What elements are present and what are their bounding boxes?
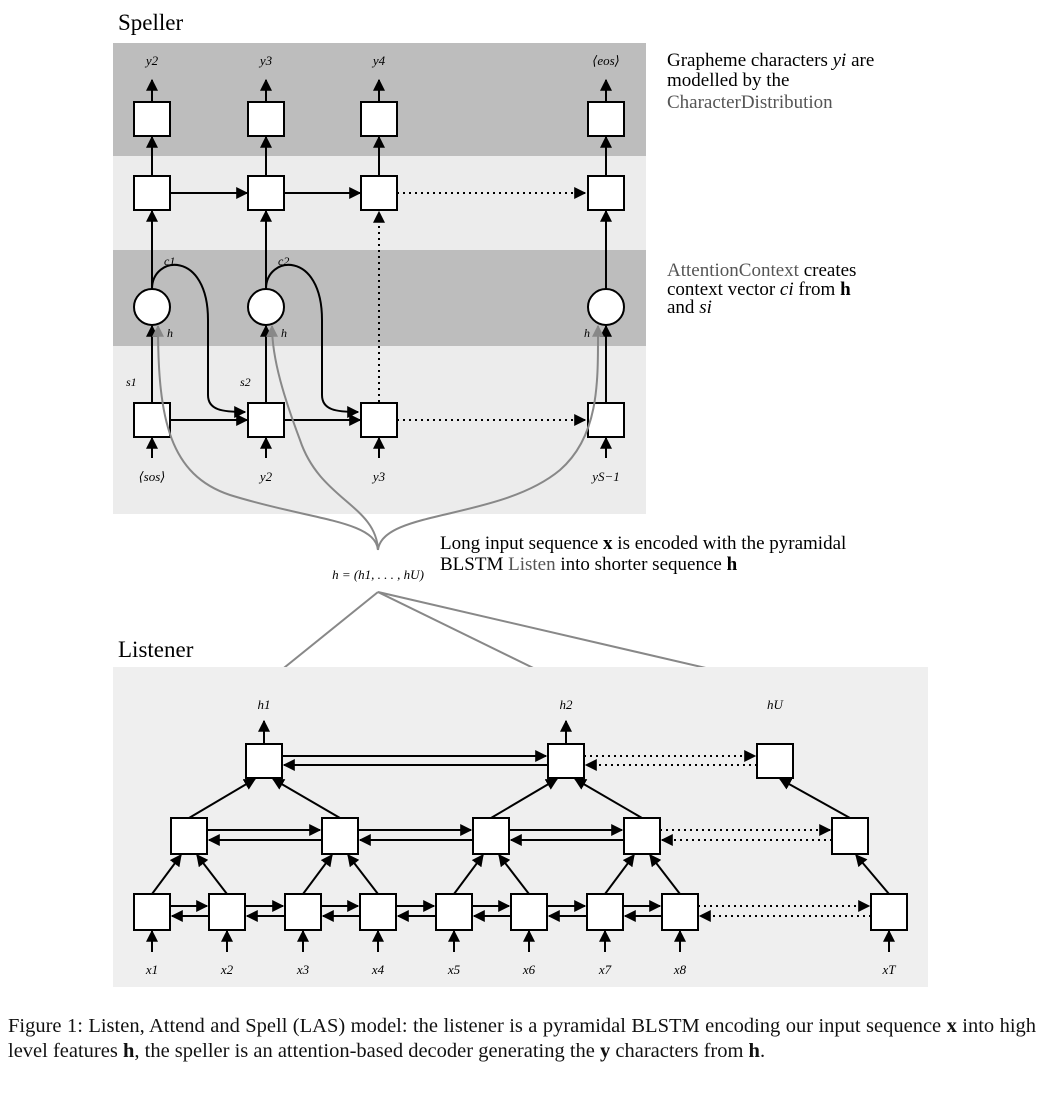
note-encoding-line1: Long input sequence x is encoded with th…: [440, 533, 846, 554]
char-dist-box: [587, 101, 625, 137]
listener-input-6: x6: [522, 962, 536, 977]
note-grapheme-line2: modelled by the: [667, 70, 789, 91]
speller-output-eos: ⟨eos⟩: [592, 53, 619, 68]
state-label-2: s2: [240, 375, 251, 389]
note-grapheme-line3: CharacterDistribution: [667, 92, 833, 113]
note-encoding-line2: BLSTM Listen into shorter sequence h: [440, 554, 738, 575]
listener-input-8: x8: [673, 962, 687, 977]
h-attention-curves: [152, 324, 605, 551]
attention-circle: [133, 288, 171, 326]
sequence-label: h = (h1, . . . , hU): [332, 567, 424, 582]
listener-input-T: xT: [882, 962, 897, 977]
note-attention-line2: context vector ci from h: [667, 279, 851, 300]
lower-lstm-box: [360, 402, 398, 438]
blstm-box: [321, 817, 359, 855]
listener-input-4: x4: [371, 962, 385, 977]
listener-middle-layer: [170, 817, 869, 855]
blstm-box: [870, 893, 908, 931]
listener-input-7: x7: [598, 962, 612, 977]
listener-input-2: x2: [220, 962, 234, 977]
blstm-box: [208, 893, 246, 931]
caption-prefix: Figure 1:: [8, 1015, 83, 1037]
speller-input-last: yS−1: [590, 469, 620, 484]
upper-lstm-box: [360, 175, 398, 211]
blstm-box: [661, 893, 699, 931]
attention-circle: [247, 288, 285, 326]
listener-bottom-layer: [133, 893, 908, 931]
blstm-box: [586, 893, 624, 931]
upper-lstm-box: [247, 175, 285, 211]
h-label: h: [584, 326, 590, 340]
listener-input-1: x1: [145, 962, 158, 977]
blstm-box: [133, 893, 171, 931]
lower-lstm-box: [247, 402, 285, 438]
listener-output-2: h2: [560, 697, 574, 712]
state-label-1: s1: [126, 375, 137, 389]
h-label: h: [167, 326, 173, 340]
blstm-box: [284, 893, 322, 931]
blstm-box: [547, 743, 585, 779]
context-label-1: c1: [164, 254, 175, 268]
blstm-box: [245, 743, 283, 779]
speller-input-2: y2: [258, 469, 273, 484]
blstm-box: [756, 743, 794, 779]
char-dist-box: [247, 101, 285, 137]
attention-circle: [587, 288, 625, 326]
listener-title: Listener: [118, 637, 194, 662]
blstm-box: [435, 893, 473, 931]
listener-panel: [113, 667, 928, 987]
speller-lower-lstm-row: [133, 402, 625, 438]
listener-output-U: hU: [767, 697, 785, 712]
listener-input-5: x5: [447, 962, 461, 977]
las-diagram: Speller y2 y3 y4 ⟨eos⟩: [113, 10, 928, 987]
blstm-box: [170, 817, 208, 855]
context-label-2: c2: [278, 254, 289, 268]
blstm-box: [359, 893, 397, 931]
speller-output-3: y4: [371, 53, 386, 68]
speller-input-3: y3: [371, 469, 386, 484]
figure-caption: Figure 1: Listen, Attend and Spell (LAS)…: [8, 1015, 1037, 1062]
listener-output-1: h1: [258, 697, 271, 712]
upper-lstm-box: [133, 175, 171, 211]
note-attention-line1: AttentionContext creates: [667, 260, 856, 281]
char-dist-box: [133, 101, 171, 137]
blstm-box: [510, 893, 548, 931]
speller-input-sos: ⟨sos⟩: [139, 469, 166, 484]
note-grapheme-line1: Grapheme characters yi are: [667, 50, 874, 71]
speller-output-2: y3: [258, 53, 273, 68]
char-dist-box: [360, 101, 398, 137]
listener-input-3: x3: [296, 962, 310, 977]
h-label: h: [281, 326, 287, 340]
listener-top-layer: [245, 743, 794, 779]
speller-output-1: y2: [144, 53, 159, 68]
blstm-box: [472, 817, 510, 855]
note-attention-line3: and si: [667, 297, 712, 318]
blstm-box: [623, 817, 661, 855]
blstm-box: [831, 817, 869, 855]
upper-lstm-box: [587, 175, 625, 211]
speller-title: Speller: [118, 10, 183, 35]
